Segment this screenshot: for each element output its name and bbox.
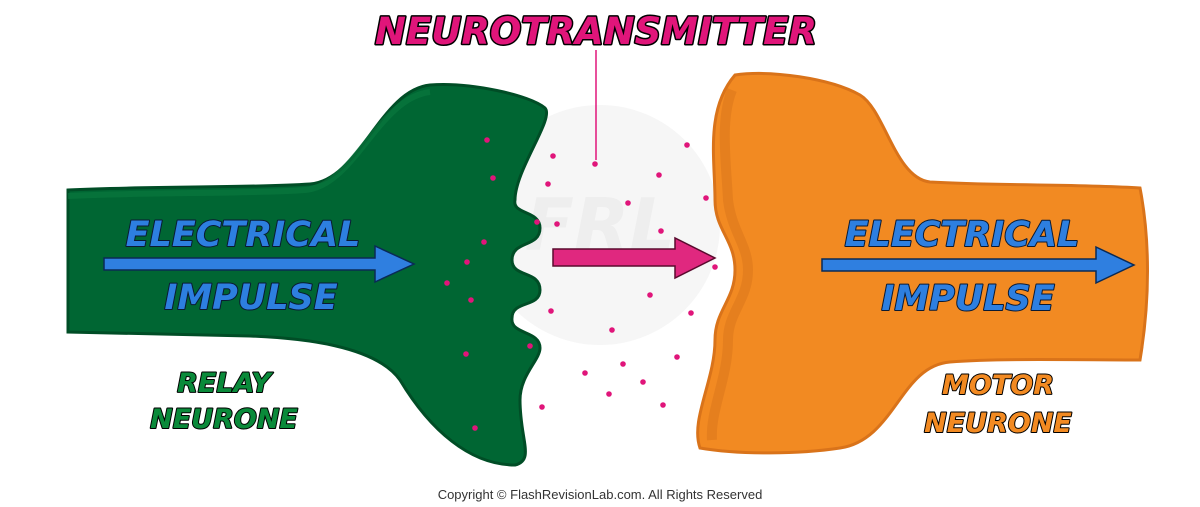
motor-neurone-label-line1: MOTOR <box>942 370 1054 401</box>
relay-neurone-label-line1: RELAY <box>177 368 273 399</box>
relay-impulse-label-line1: ELECTRICAL <box>126 215 361 255</box>
motor-impulse-label-line2: IMPULSE <box>881 279 1054 319</box>
relay-neurone-shape <box>68 85 547 465</box>
relay-neurone-label-line2: NEURONE <box>150 404 298 435</box>
copyright-text: Copyright © FlashRevisionLab.com. All Ri… <box>438 487 763 502</box>
motor-neurone-label-line2: NEURONE <box>924 408 1072 439</box>
motor-impulse-label-line1: ELECTRICAL <box>845 215 1080 255</box>
neurotransmitter-title: NEUROTRANSMITTER <box>375 10 817 53</box>
relay-impulse-label-line2: IMPULSE <box>164 278 337 318</box>
